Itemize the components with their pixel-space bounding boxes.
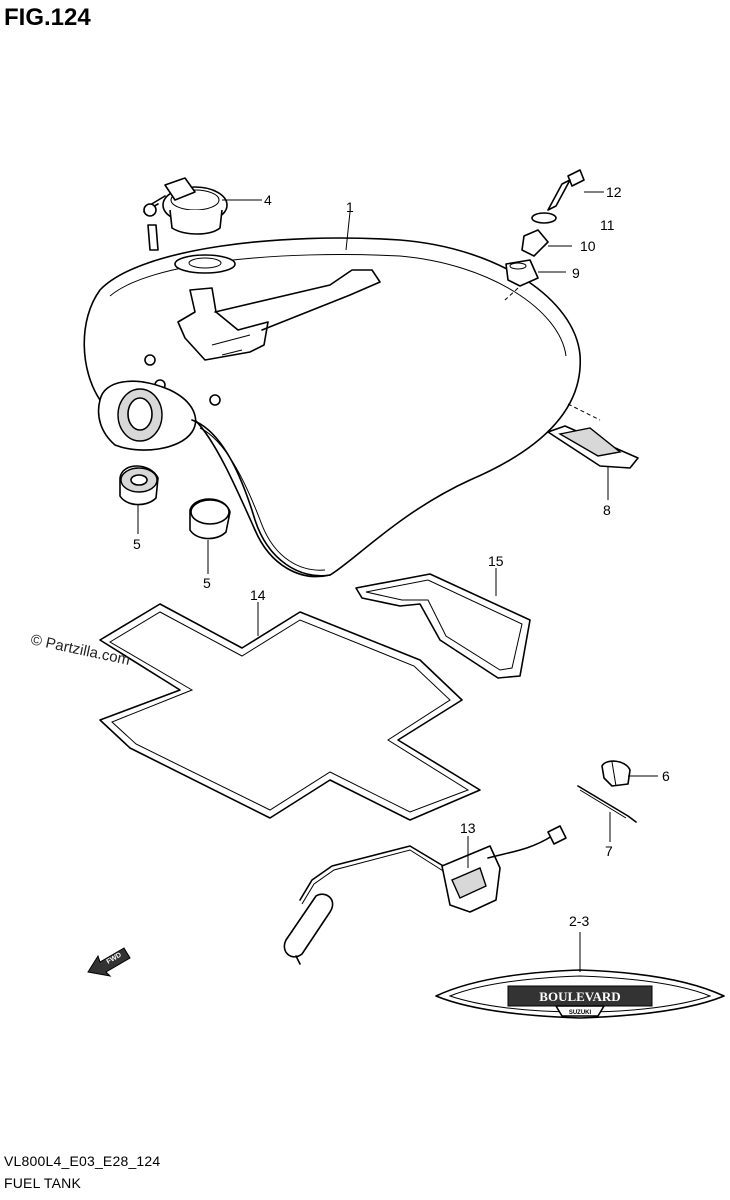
callout-11: 11 — [600, 217, 615, 233]
figure-title: FIG.124 — [4, 4, 91, 31]
callout-10: 10 — [580, 238, 596, 254]
footer-code: VL800L4_E03_E28_124 — [4, 1153, 161, 1169]
grommet-2[interactable] — [189, 498, 231, 540]
callout-4: 4 — [264, 192, 272, 208]
callout-13: 13 — [460, 820, 476, 836]
footer-name: FUEL TANK — [4, 1175, 82, 1191]
clamp[interactable] — [601, 760, 631, 787]
cushion[interactable] — [505, 259, 539, 287]
fuel-cap[interactable] — [143, 177, 228, 251]
callout-15: 15 — [488, 553, 504, 569]
callout-2-3: 2-3 — [569, 913, 589, 929]
emblem[interactable]: BOULEVARD SUZUKI — [435, 969, 725, 1019]
callout-7: 7 — [605, 843, 613, 859]
callout-14: 14 — [250, 587, 266, 603]
washer[interactable] — [531, 212, 557, 224]
band[interactable] — [577, 785, 637, 823]
collar[interactable] — [521, 229, 549, 257]
protector[interactable] — [355, 573, 531, 679]
fuel-tank[interactable] — [83, 237, 581, 578]
grommet-1[interactable] — [119, 465, 159, 506]
emblem-subtext: SUZUKI — [569, 1010, 592, 1016]
fuel-level-gauge[interactable] — [283, 825, 567, 965]
emblem-text: BOULEVARD — [539, 989, 620, 1004]
callout-1: 1 — [346, 199, 354, 215]
parts-diagram: BOULEVARD SUZUKI FWD © Partzilla.com 4 1… — [29, 169, 725, 1019]
mat[interactable] — [99, 603, 481, 821]
fwd-arrow-icon: FWD — [87, 947, 131, 977]
callout-8: 8 — [603, 502, 611, 518]
callout-5a: 5 — [133, 536, 141, 552]
callout-9: 9 — [572, 265, 580, 281]
callout-5b: 5 — [203, 575, 211, 591]
callout-12: 12 — [606, 184, 622, 200]
bolt[interactable] — [547, 169, 585, 211]
leader-lines — [137, 191, 658, 972]
rear-cushion[interactable] — [547, 403, 639, 469]
callout-6: 6 — [662, 768, 670, 784]
